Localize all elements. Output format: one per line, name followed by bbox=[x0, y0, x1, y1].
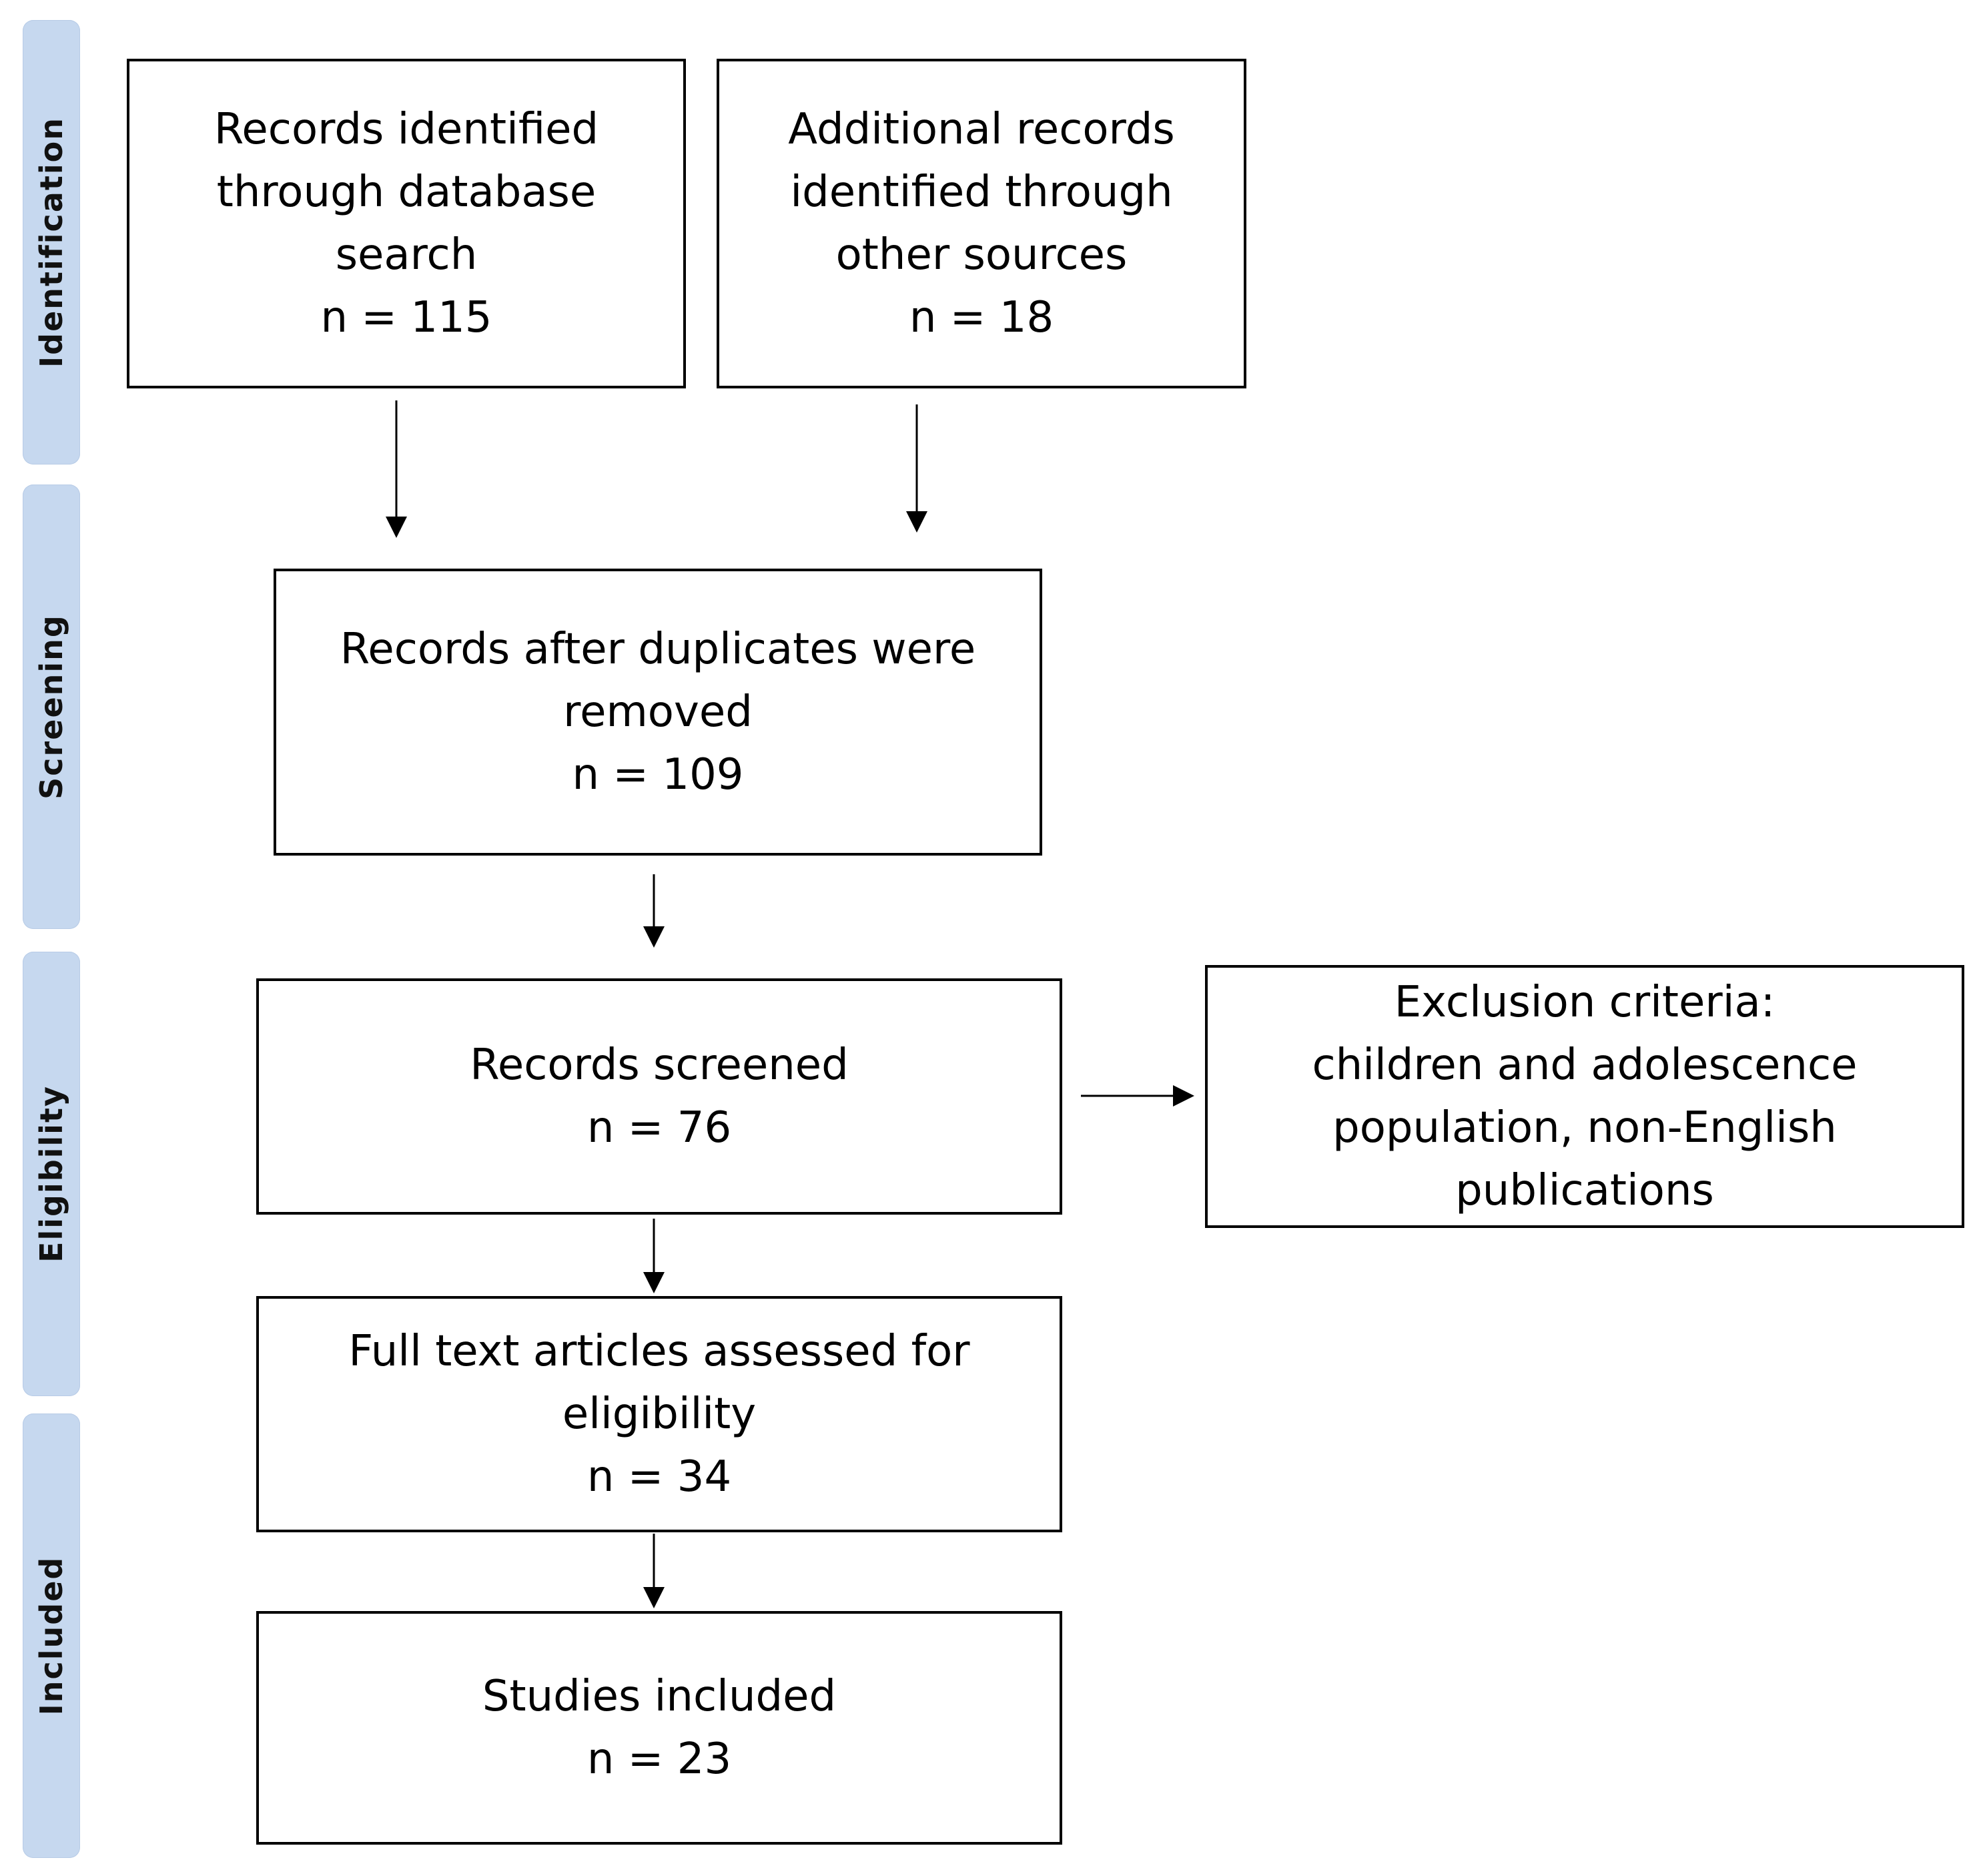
box-after-duplicates-line-2: removed bbox=[563, 687, 753, 737]
box-exclusion-line-2: children and adolescence bbox=[1312, 1040, 1858, 1090]
box-other-sources-line-1: Additional records bbox=[788, 105, 1175, 154]
box-exclusion-line-4: publications bbox=[1455, 1166, 1714, 1215]
box-database-search-count: n = 115 bbox=[320, 293, 492, 342]
box-records-screened-line-1: Records screened bbox=[470, 1040, 849, 1090]
stage-bar-eligibility: Eligibility bbox=[23, 952, 80, 1396]
box-records-screened-count: n = 76 bbox=[586, 1103, 732, 1153]
box-full-text-line-1: Full text articles assessed for bbox=[348, 1327, 970, 1376]
box-studies-included-line-1: Studies included bbox=[482, 1672, 837, 1721]
box-full-text-count: n = 34 bbox=[586, 1452, 732, 1502]
box-exclusion-line-1: Exclusion criteria: bbox=[1394, 978, 1775, 1027]
box-after-duplicates-line-1: Records after duplicates were bbox=[340, 625, 976, 674]
arrow-full-text-to-included bbox=[643, 1534, 665, 1608]
box-database-search-line-3: search bbox=[335, 230, 478, 280]
box-other-sources-count: n = 18 bbox=[909, 293, 1054, 342]
arrow-other-to-duplicates bbox=[906, 404, 927, 533]
stage-label-identification: Identification bbox=[33, 117, 69, 368]
box-after-duplicates-count: n = 109 bbox=[572, 750, 744, 800]
box-database-search: Records identified through database sear… bbox=[127, 59, 686, 388]
stage-bar-identification: Identification bbox=[23, 20, 80, 464]
box-after-duplicates: Records after duplicates were removed n … bbox=[274, 569, 1042, 856]
box-full-text: Full text articles assessed for eligibil… bbox=[256, 1296, 1062, 1532]
box-exclusion-criteria: Exclusion criteria: children and adolesc… bbox=[1205, 965, 1964, 1228]
arrow-database-to-duplicates bbox=[386, 400, 407, 538]
box-other-sources-line-2: identified through bbox=[790, 168, 1173, 217]
box-database-search-line-1: Records identified bbox=[214, 105, 599, 154]
stage-label-screening: Screening bbox=[33, 614, 69, 800]
box-other-sources: Additional records identified through ot… bbox=[717, 59, 1246, 388]
arrow-duplicates-to-screened bbox=[643, 874, 665, 948]
box-full-text-line-2: eligibility bbox=[562, 1389, 757, 1439]
arrow-screened-to-exclusion bbox=[1081, 1085, 1194, 1107]
box-other-sources-line-3: other sources bbox=[835, 230, 1128, 280]
stage-label-included: Included bbox=[33, 1556, 69, 1716]
arrow-screened-to-full-text bbox=[643, 1219, 665, 1293]
stage-bar-screening: Screening bbox=[23, 485, 80, 929]
stage-label-eligibility: Eligibility bbox=[33, 1085, 69, 1263]
box-studies-included-count: n = 23 bbox=[586, 1735, 732, 1784]
box-database-search-line-2: through database bbox=[216, 168, 597, 217]
stage-bar-included: Included bbox=[23, 1414, 80, 1858]
box-records-screened: Records screened n = 76 bbox=[256, 978, 1062, 1215]
box-exclusion-line-3: population, non-English bbox=[1332, 1103, 1837, 1153]
box-studies-included: Studies included n = 23 bbox=[256, 1611, 1062, 1845]
